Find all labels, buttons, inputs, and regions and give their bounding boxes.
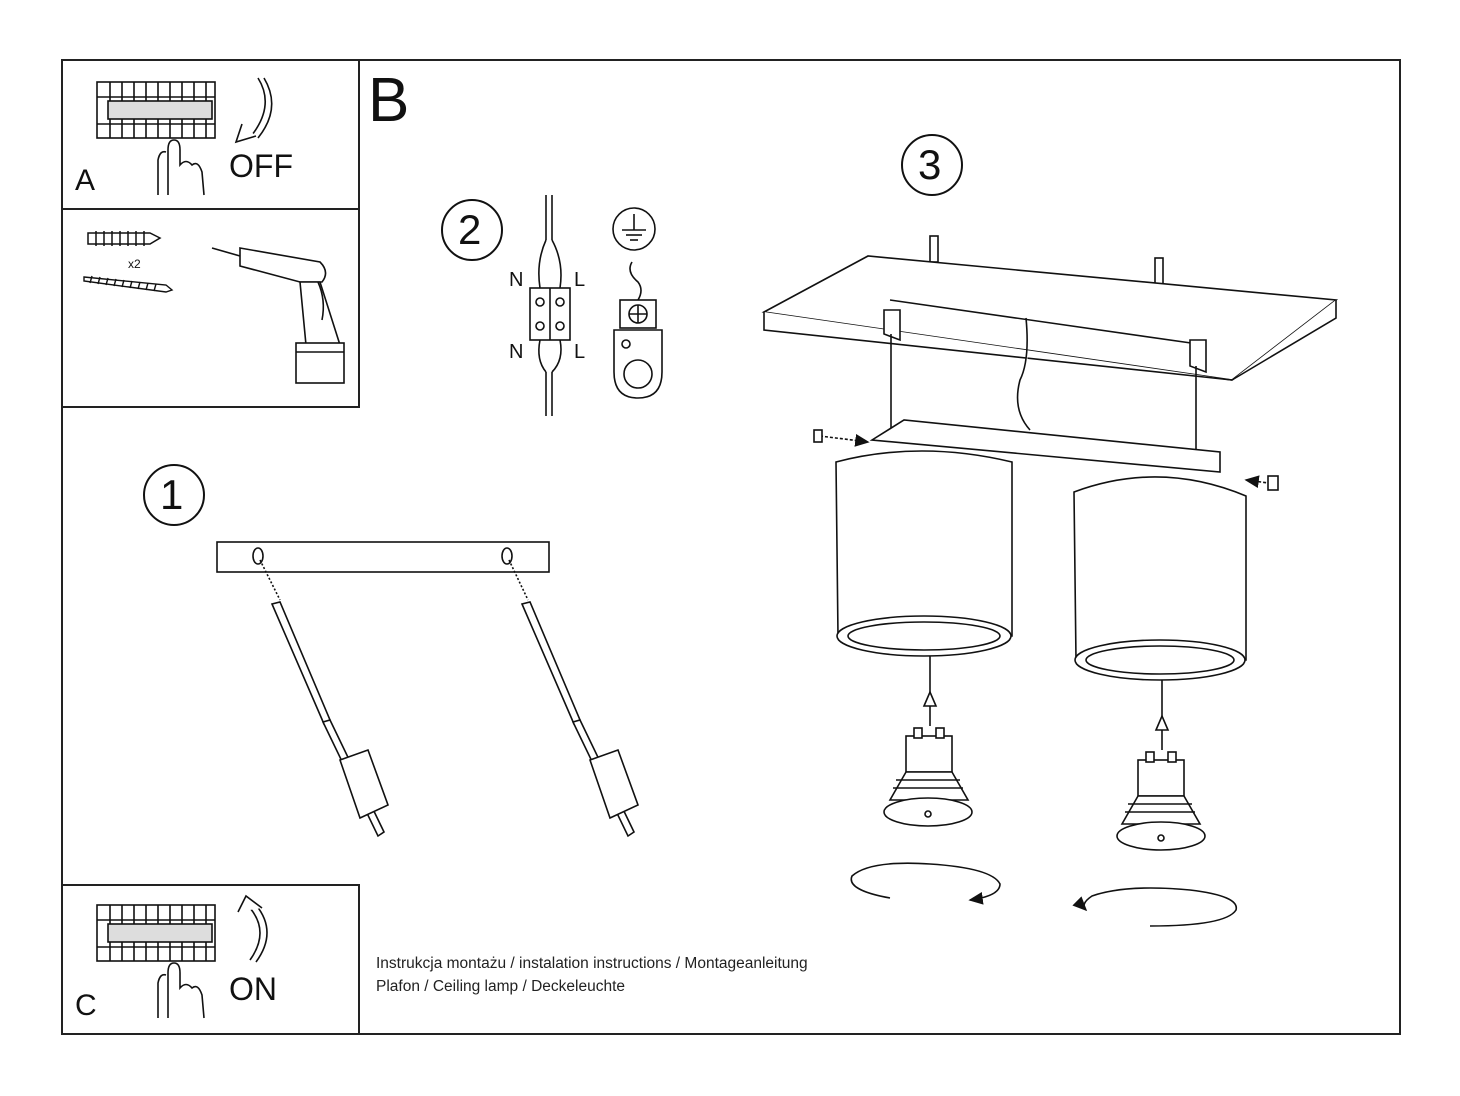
quantity-label: x2 <box>128 257 141 271</box>
rotate-arrows-icon <box>850 862 1237 927</box>
panel-c-letter: C <box>75 989 97 1022</box>
mounting-bar-icon <box>216 541 640 838</box>
wire-label-l-top: L <box>574 269 586 291</box>
caption-line-1: Instrukcja montażu / instalation instruc… <box>376 955 808 972</box>
ground-terminal-icon <box>612 207 663 399</box>
drill-icon <box>211 247 345 384</box>
panel-a-off-label: OFF <box>229 148 293 184</box>
wall-plug-icon <box>87 231 162 246</box>
lamp-body-icon <box>813 419 1279 750</box>
panel-a-letter: A <box>75 164 96 197</box>
step1-number: 1 <box>160 471 184 518</box>
terminal-block-icon <box>529 195 571 416</box>
panel-c-on-label: ON <box>229 971 277 1007</box>
step3-circle <box>901 134 963 196</box>
breaker-box-on-icon <box>96 894 268 1019</box>
step2-number: 2 <box>458 206 482 253</box>
ceiling-plate-icon <box>761 235 1339 452</box>
step1-circle <box>143 464 205 526</box>
screw-icon <box>83 275 174 293</box>
step2-circle <box>441 199 503 261</box>
instructions-caption: Instrukcja montażu / instalation instruc… <box>376 952 808 998</box>
panel-tools-frame <box>61 208 360 408</box>
breaker-box-off-icon <box>96 77 273 196</box>
step3-number: 3 <box>918 141 942 188</box>
wire-label-n-top: N <box>509 269 524 291</box>
outer-frame <box>61 59 1401 1035</box>
gu10-bulb-icon <box>883 727 1206 851</box>
panel-c-frame <box>61 884 360 1035</box>
panel-b-letter: B <box>368 66 410 135</box>
wire-label-n-bottom: N <box>509 341 524 363</box>
caption-line-2: Plafon / Ceiling lamp / Deckeleuchte <box>376 978 625 995</box>
wire-label-l-bottom: L <box>574 341 586 363</box>
